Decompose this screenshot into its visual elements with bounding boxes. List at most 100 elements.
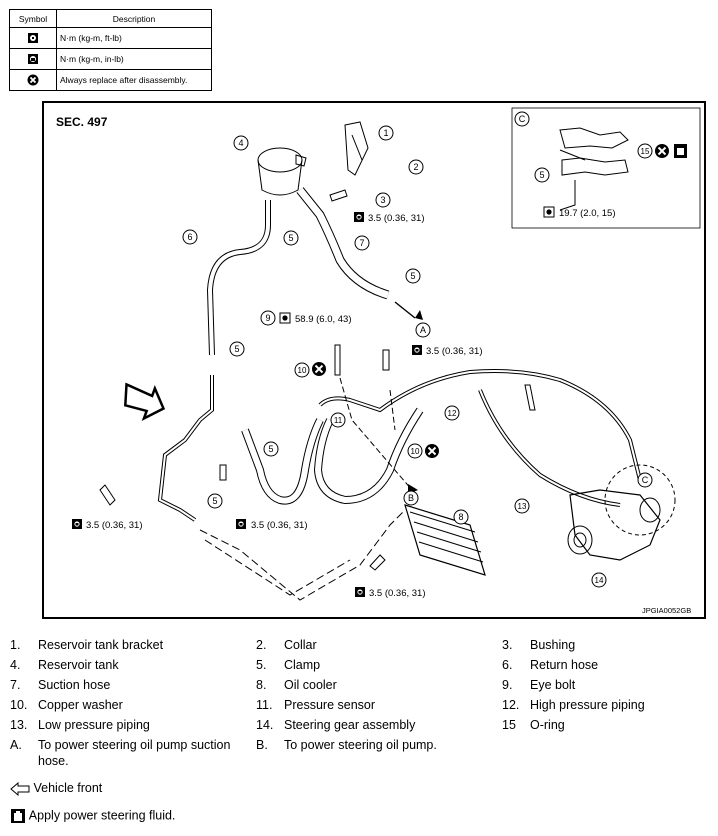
legend-text: To power steering oil pump suction: [38, 738, 231, 752]
apply-fluid-icon: [674, 144, 687, 158]
callout-5f: 5: [534, 167, 550, 183]
callout-5: 5: [283, 230, 299, 246]
svg-text:5: 5: [410, 271, 415, 281]
callout-11: 11: [330, 412, 346, 428]
detail-c-circle: [604, 464, 676, 536]
high-pressure-piping-shape: [318, 369, 642, 481]
legend-text: Suction hose: [38, 678, 111, 692]
legend-text: Reservoir tank bracket: [38, 638, 164, 652]
callout-9: 9: [260, 310, 276, 326]
svg-text:11: 11: [334, 416, 343, 425]
legend-num: 11.: [256, 698, 273, 712]
legend-num: 4.: [10, 658, 21, 672]
legend-col-1: 1.Reservoir tank bracket 4.Reservoir tan…: [10, 638, 250, 774]
legend-num: 13.: [10, 718, 28, 732]
legend-text: Oil cooler: [284, 678, 337, 692]
legend-num: A.: [10, 738, 22, 752]
vehicle-front-arrow-icon: [10, 781, 30, 796]
svg-text:5: 5: [268, 444, 273, 454]
legend-text: Collar: [284, 638, 317, 652]
callout-8: 8: [453, 509, 469, 525]
callout-5e: 5: [207, 493, 223, 509]
callout-10b: 10: [407, 443, 423, 459]
svg-text:5: 5: [539, 170, 544, 180]
torque-value: 3.5 (0.36, 31): [369, 588, 426, 599]
letter-a: A: [415, 322, 431, 338]
reservoir-tank-body: [257, 159, 303, 196]
svg-text:1: 1: [383, 128, 388, 138]
legend-text: Clamp: [284, 658, 321, 672]
svg-text:13: 13: [518, 502, 527, 511]
torque-value: 3.5 (0.36, 31): [368, 213, 425, 224]
legend-text: Bushing: [530, 638, 576, 652]
legend-col-3: 3.Bushing 6.Return hose 9.Eye bolt 12.Hi…: [502, 638, 712, 738]
callout-5b: 5: [405, 268, 421, 284]
apply-fluid-text: Apply power steering fluid.: [28, 808, 176, 823]
legend-num: 6.: [502, 658, 513, 672]
apply-fluid-note: Apply power steering fluid.: [10, 808, 175, 824]
low-pressure-piping-shape: [478, 389, 621, 507]
svg-text:5: 5: [288, 233, 293, 243]
svg-text:C: C: [519, 114, 526, 124]
legend-num: B.: [256, 738, 268, 752]
callout-12: 12: [444, 405, 460, 421]
svg-text:4: 4: [238, 138, 243, 148]
legend-num: 3.: [502, 638, 513, 652]
reservoir-bracket-shape: [344, 121, 369, 176]
symbol-desc: Always replace after disassembly.: [56, 69, 212, 91]
legend-text: hose.: [38, 754, 69, 768]
legend-num: 12.: [502, 698, 520, 712]
inset-c-box: [511, 107, 701, 229]
legend-num: 9.: [502, 678, 513, 692]
return-hose-inner: [207, 200, 270, 356]
legend-num: 5.: [256, 658, 267, 672]
torque-value: 19.7 (2.0, 15): [559, 208, 616, 219]
callout-4: 4: [233, 135, 249, 151]
svg-text:10: 10: [411, 447, 420, 456]
legend-text: Steering gear assembly: [284, 718, 416, 732]
vehicle-front-arrow-icon: [123, 382, 166, 421]
svg-text:15: 15: [641, 147, 650, 156]
svg-text:5: 5: [212, 496, 217, 506]
torque-value: 58.9 (6.0, 43): [295, 314, 352, 325]
torque-value: 3.5 (0.36, 31): [86, 520, 143, 531]
callout-3: 3: [375, 192, 391, 208]
svg-text:2: 2: [413, 162, 418, 172]
torque-value: 3.5 (0.36, 31): [426, 346, 483, 357]
cooler-line-dashed: [199, 509, 406, 601]
svg-text:3: 3: [380, 195, 385, 205]
callout-5d: 5: [263, 441, 279, 457]
letter-c: C: [514, 111, 530, 127]
legend-num: 8.: [256, 678, 267, 692]
legend-text: Pressure sensor: [284, 698, 376, 712]
callout-10: 10: [294, 362, 310, 378]
svg-text:5: 5: [234, 344, 239, 354]
svg-text:12: 12: [448, 409, 457, 418]
oil-cooler-shape: [404, 504, 486, 576]
callout-1: 1: [378, 125, 394, 141]
diagram-frame: [42, 101, 706, 619]
svg-text:B: B: [408, 493, 414, 503]
legend-text: Copper washer: [38, 698, 123, 712]
section-title: SEC. 497: [56, 115, 108, 129]
letter-b: B: [403, 490, 419, 506]
legend-text: To power steering oil pump.: [284, 738, 437, 752]
svg-text:9: 9: [265, 313, 270, 323]
return-hose-outer: [206, 200, 271, 356]
svg-text:10: 10: [298, 366, 307, 375]
torque-wrench-icon: [28, 33, 38, 43]
torque-labels: 3.5 (0.36, 31) 3.5 (0.36, 31) 3.5 (0.36,…: [72, 206, 616, 599]
legend-text: Low pressure piping: [38, 718, 150, 732]
callout-5c: 5: [229, 341, 245, 357]
svg-text:6: 6: [187, 232, 192, 242]
suction-hose-inner: [297, 187, 390, 299]
callout-6: 6: [182, 229, 198, 245]
legend-num: 7.: [10, 678, 21, 692]
legend-text: O-ring: [530, 718, 565, 732]
legend-text: Reservoir tank: [38, 658, 119, 672]
callout-13: 13: [514, 498, 530, 514]
symbol-table: Symbol Description N·m (kg-m, ft-lb) N·m…: [9, 9, 212, 91]
legend-col-2: 2.Collar 5.Clamp 8.Oil cooler 11.Pressur…: [256, 638, 496, 758]
callout-7: 7: [354, 235, 370, 251]
